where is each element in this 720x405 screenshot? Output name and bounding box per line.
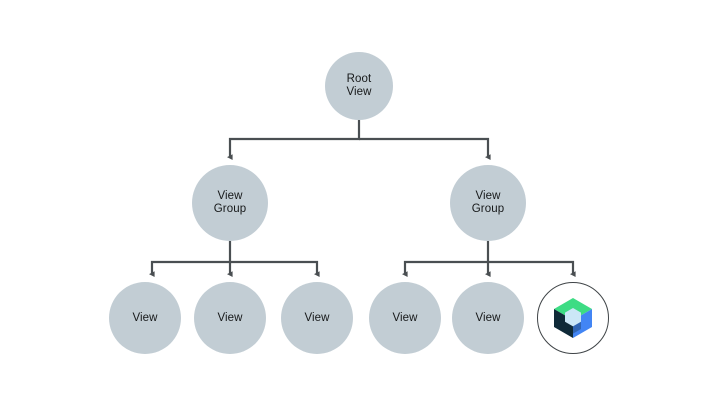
node-root-view[interactable]: Root View xyxy=(325,52,393,120)
node-view-group-left-label: View Group xyxy=(213,190,247,215)
edge-viewgroup-left-to-view-3 xyxy=(230,260,320,277)
node-view-2[interactable]: View xyxy=(194,282,266,354)
node-view-3[interactable]: View xyxy=(281,282,353,354)
compose-logo-left-face xyxy=(554,309,573,338)
node-view-group-right[interactable]: View Group xyxy=(450,165,526,241)
compose-logo-right-face xyxy=(573,309,592,338)
node-view-4[interactable]: View xyxy=(369,282,441,354)
node-view-4-label: View xyxy=(392,311,418,324)
node-view-1[interactable]: View xyxy=(109,282,181,354)
edge-root-to-viewgroup-right xyxy=(359,137,491,160)
node-view-1-label: View xyxy=(132,311,158,324)
edge-viewgroup-right-to-compose xyxy=(488,260,576,277)
node-view-group-right-label: View Group xyxy=(471,190,505,215)
edge-viewgroup-left-to-view-1 xyxy=(149,241,232,277)
edge-root-to-viewgroup-left xyxy=(227,120,361,160)
node-root-view-label: Root View xyxy=(346,73,372,98)
node-view-2-label: View xyxy=(217,311,243,324)
node-view-5-label: View xyxy=(475,311,501,324)
node-compose[interactable] xyxy=(537,282,609,354)
node-view-group-left[interactable]: View Group xyxy=(192,165,268,241)
compose-logo-inner-hexagon xyxy=(565,308,581,327)
jetpack-compose-logo xyxy=(554,298,592,338)
compose-logo-inner-shadow xyxy=(573,321,581,334)
node-view-5[interactable]: View xyxy=(452,282,524,354)
edge-viewgroup-right-to-view-4 xyxy=(402,241,490,277)
node-view-3-label: View xyxy=(304,311,330,324)
